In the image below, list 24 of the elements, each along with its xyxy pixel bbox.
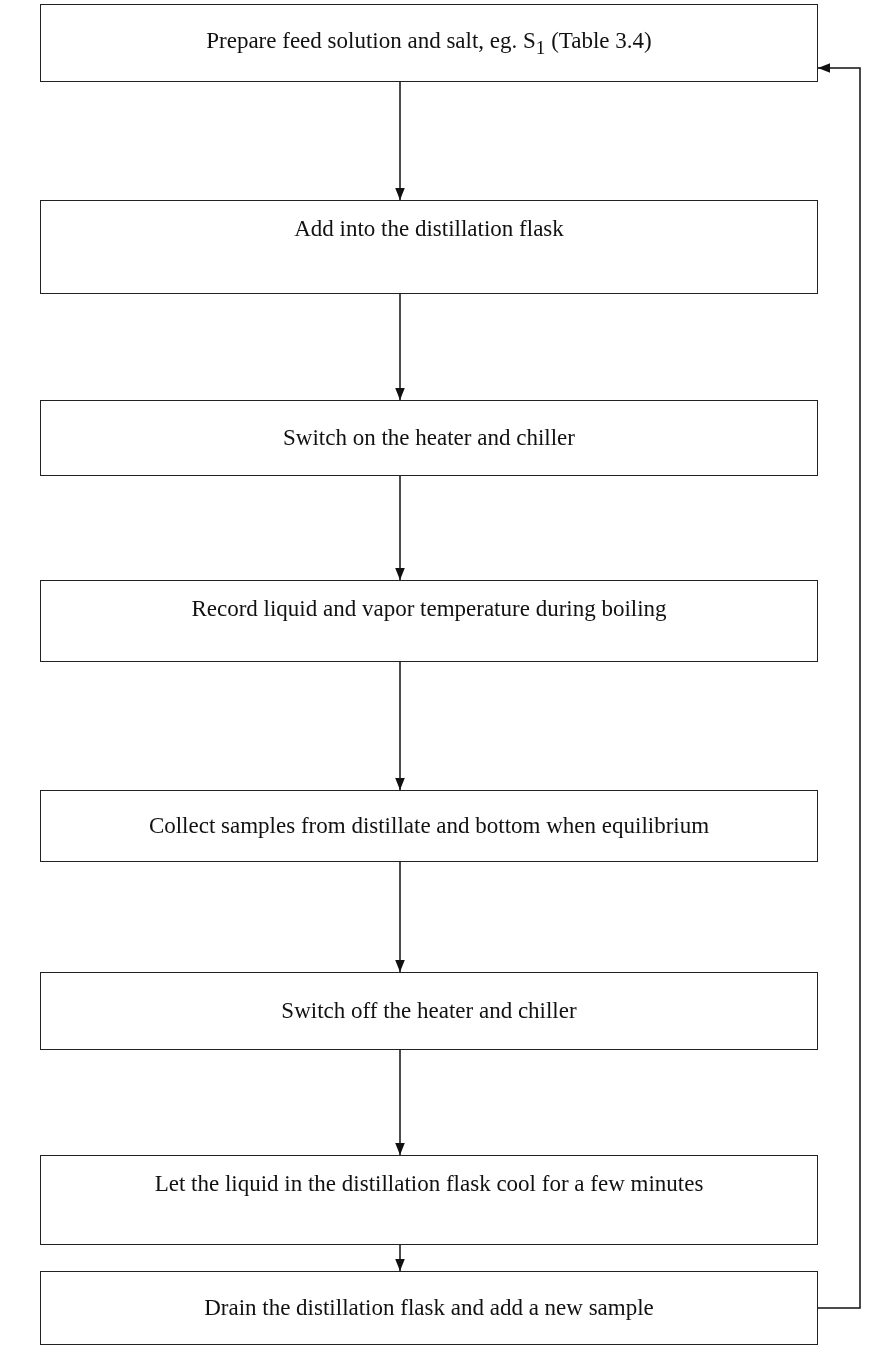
process-box	[40, 4, 818, 82]
process-box	[40, 790, 818, 862]
step-text: Collect samples from distillate and bottom when equilibrium	[148, 812, 710, 840]
process-box	[40, 400, 818, 476]
process-box	[40, 972, 818, 1050]
process-box	[40, 200, 818, 294]
arrow	[395, 661, 405, 791]
step-text: Let the liquid in the distillation flask cool for a few minutes	[154, 1170, 704, 1198]
step-text: Switch on the heater and chiller	[283, 424, 575, 452]
arrow	[395, 1244, 405, 1272]
process-box	[40, 580, 818, 662]
process-box	[40, 1155, 818, 1245]
step-text: Prepare feed solution and salt, eg. S$_{1}$ (Table 3.4)	[206, 27, 652, 59]
process-box	[40, 1271, 818, 1345]
step-text: Drain the distillation flask and add a new sample	[204, 1294, 654, 1322]
step-text: Add into the distillation flask	[294, 215, 564, 243]
step-text: Record liquid and vapor temperature during boiling	[191, 595, 667, 623]
arrow	[395, 293, 405, 401]
arrow	[395, 81, 405, 201]
arrow	[395, 861, 405, 973]
arrow	[817, 63, 861, 1309]
arrow	[395, 475, 405, 581]
step-text: Switch off the heater and chiller	[281, 997, 577, 1025]
arrow	[395, 1049, 405, 1156]
